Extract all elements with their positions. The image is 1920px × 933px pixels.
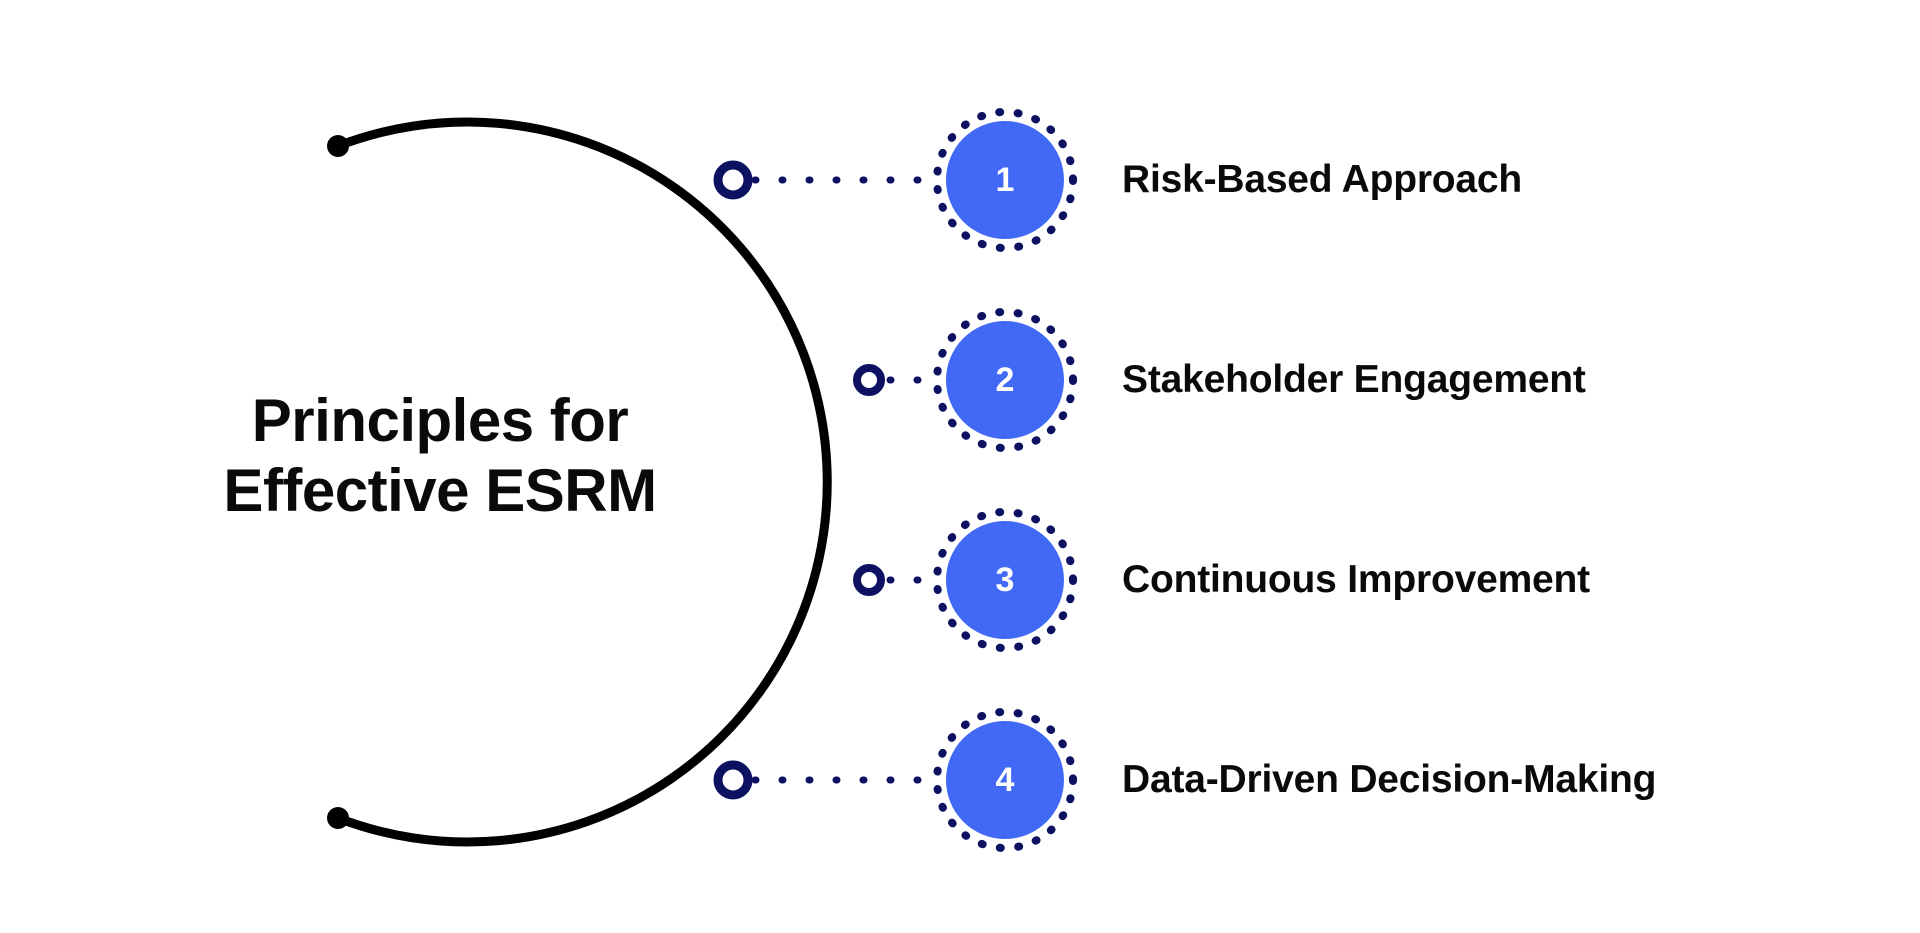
badge-2[interactable]: 2 (930, 305, 1080, 455)
principle-label-3: Continuous Improvement (1122, 558, 1590, 601)
badge-number-4: 4 (946, 721, 1064, 839)
page-title: Principles for Effective ESRM (223, 387, 657, 524)
principle-label-2: Stakeholder Engagement (1122, 358, 1586, 401)
badge-number-3: 3 (946, 521, 1064, 639)
principle-item-2[interactable]: 2 Stakeholder Engagement (930, 305, 1586, 455)
principle-label-1: Risk-Based Approach (1122, 158, 1523, 201)
arc-node-1[interactable] (713, 160, 753, 200)
dotted-ring-icon (933, 108, 1077, 252)
dotted-ring-icon (933, 708, 1077, 852)
arc-node-4[interactable] (713, 760, 753, 800)
principle-label-4: Data-Driven Decision-Making (1122, 758, 1657, 801)
badge-3[interactable]: 3 (930, 505, 1080, 655)
dotted-ring-icon (933, 308, 1077, 452)
badge-1[interactable]: 1 (930, 105, 1080, 255)
arc-node-2[interactable] (853, 364, 885, 396)
badge-number-2: 2 (946, 321, 1064, 439)
arc-endpoint-top-dot (327, 135, 349, 157)
arc-endpoint-bottom-dot (327, 807, 349, 829)
badge-4[interactable]: 4 (930, 705, 1080, 855)
badge-number-1: 1 (946, 121, 1064, 239)
dotted-ring-icon (933, 508, 1077, 652)
arc-node-3[interactable] (853, 564, 885, 596)
principle-item-3[interactable]: 3 Continuous Improvement (930, 505, 1590, 655)
principle-item-1[interactable]: 1 Risk-Based Approach (930, 105, 1522, 255)
principle-item-4[interactable]: 4 Data-Driven Decision-Making (930, 705, 1656, 855)
